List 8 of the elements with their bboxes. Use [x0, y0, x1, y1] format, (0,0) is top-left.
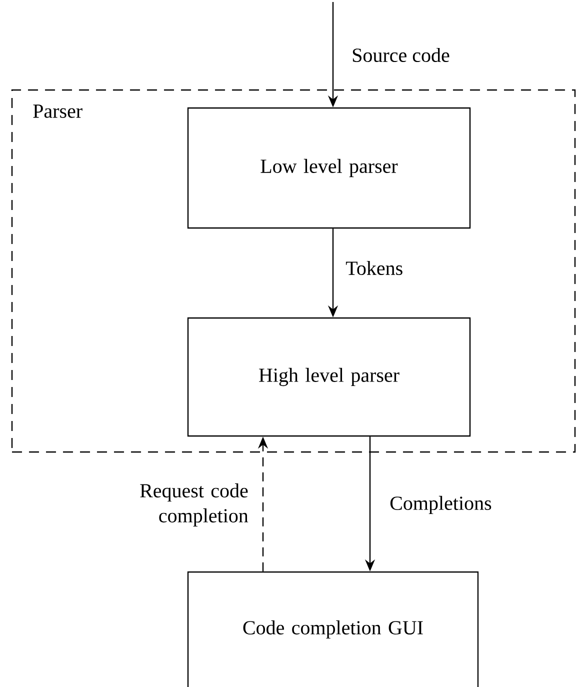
edge-label: Completions	[390, 496, 492, 514]
edge-label: Request code completion	[140, 483, 248, 527]
process-box: Code completion GUI	[187, 571, 479, 687]
edge-label: Source code	[352, 48, 450, 62]
edge-label: Tokens	[346, 260, 402, 276]
process-box: High level parser	[187, 317, 471, 437]
process-box: Low level parser	[187, 107, 471, 229]
group-label: Parser	[33, 104, 82, 118]
